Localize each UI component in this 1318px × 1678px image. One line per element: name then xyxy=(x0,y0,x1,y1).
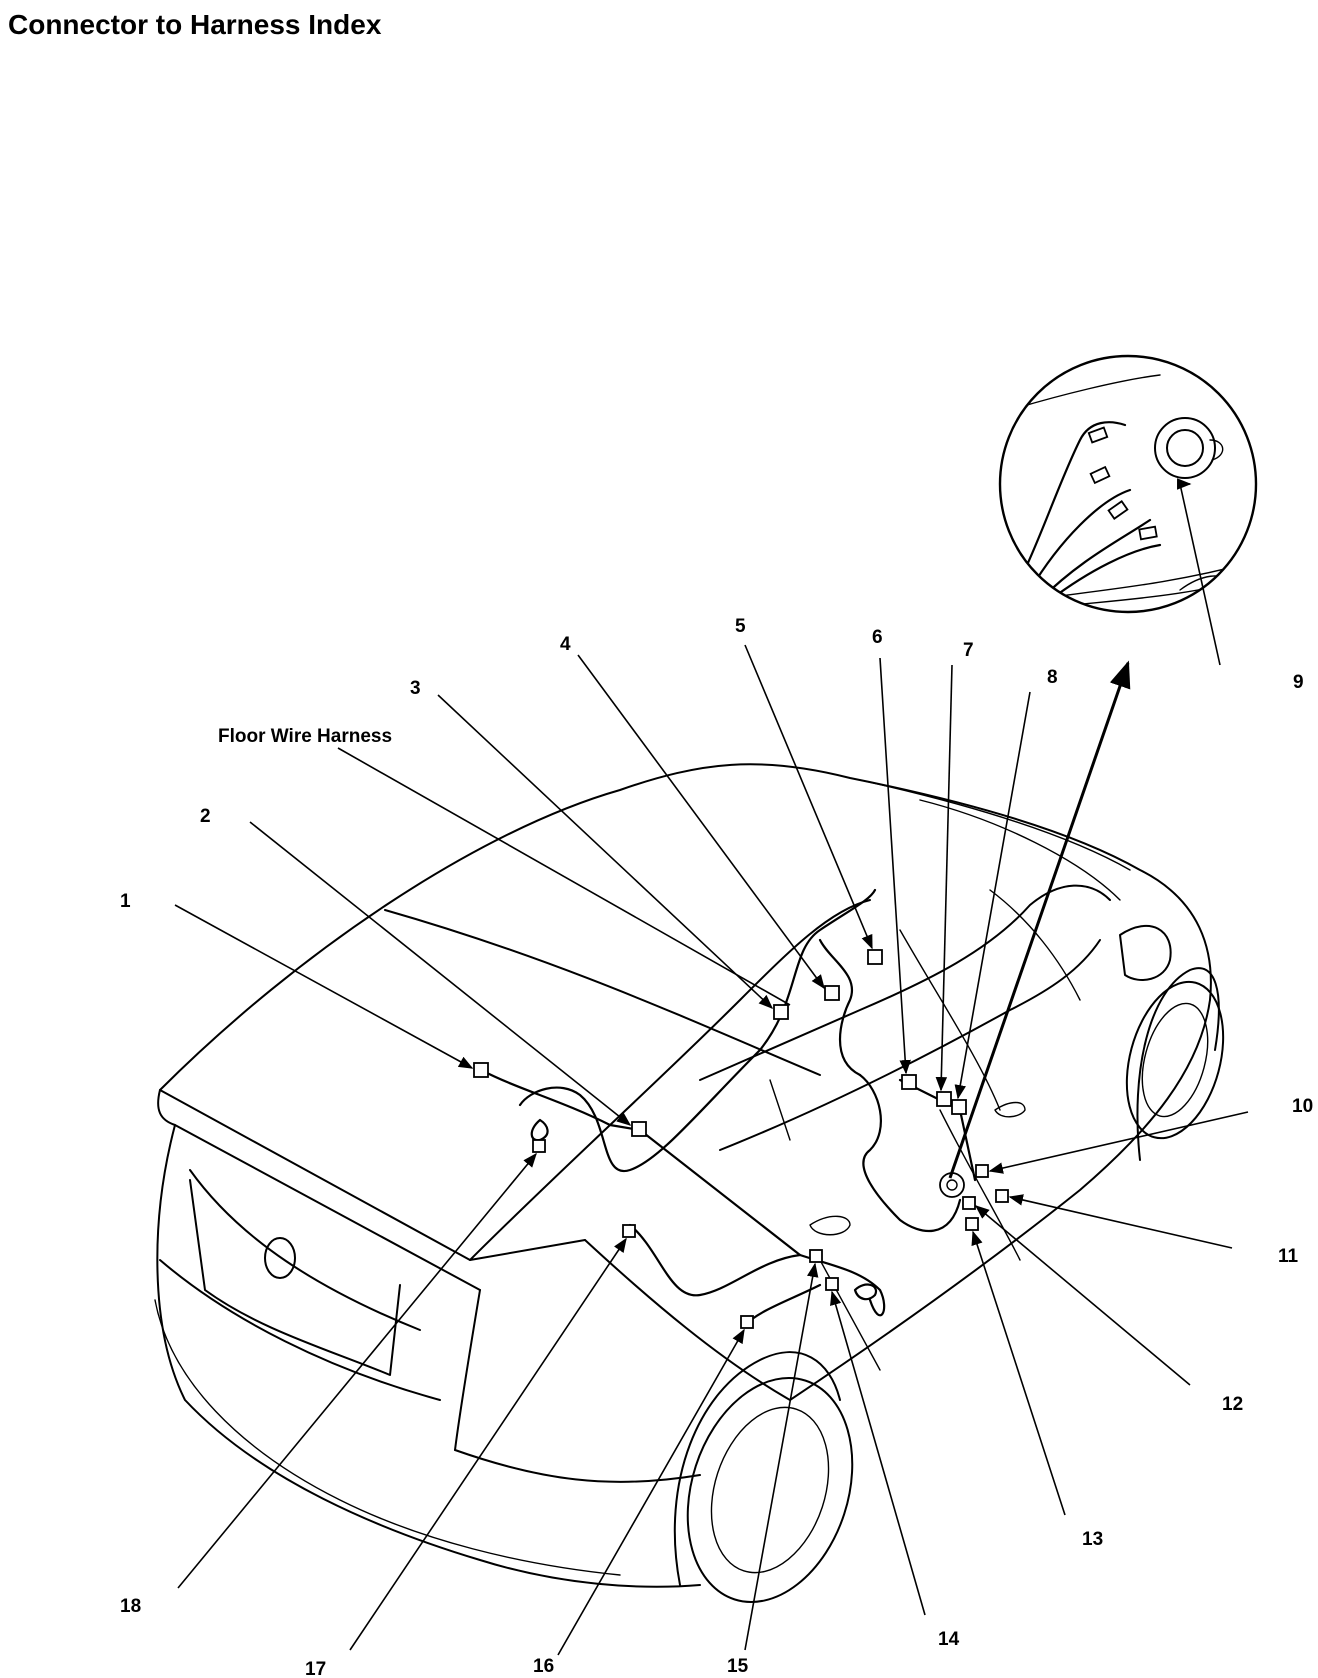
callout-7: 7 xyxy=(963,640,974,661)
floor-wire-harness-routing xyxy=(479,888,977,1327)
connector-8 xyxy=(951,1099,967,1115)
callout-12: 12 xyxy=(1222,1394,1243,1415)
connector-1 xyxy=(473,1062,489,1078)
connector-6 xyxy=(901,1074,917,1090)
connector-3 xyxy=(773,1004,789,1020)
connector-15 xyxy=(809,1249,823,1263)
connector-12 xyxy=(962,1196,976,1210)
connector-10 xyxy=(975,1164,989,1178)
callout-labels: 1 2 3 4 5 6 7 8 9 10 11 12 13 14 15 16 1… xyxy=(120,616,1313,1678)
detail-pointer-arrow xyxy=(948,660,1131,1179)
callout-13: 13 xyxy=(1082,1529,1103,1550)
callout-1: 1 xyxy=(120,891,131,912)
connector-4 xyxy=(824,985,840,1001)
connector-2 xyxy=(631,1121,647,1137)
callout-8: 8 xyxy=(1047,667,1058,688)
connector-13 xyxy=(965,1217,979,1231)
callout-17: 17 xyxy=(305,1659,326,1678)
connector-7 xyxy=(936,1091,952,1107)
page-title: Connector to Harness Index xyxy=(8,9,382,40)
callout-11: 11 xyxy=(1278,1246,1299,1267)
callout-6: 6 xyxy=(872,627,883,648)
callout-3: 3 xyxy=(410,678,421,699)
callout-18: 18 xyxy=(120,1596,141,1617)
car-body xyxy=(154,763,1225,1603)
callout-2: 2 xyxy=(200,806,211,827)
callout-10: 10 xyxy=(1292,1096,1313,1117)
floor-wire-harness-label: Floor Wire Harness xyxy=(218,726,392,747)
connectors xyxy=(473,949,1009,1329)
callout-leaders xyxy=(174,478,1249,1656)
connector-17 xyxy=(622,1224,636,1238)
ground-detail-inset xyxy=(998,354,1258,614)
callout-9: 9 xyxy=(1293,672,1304,693)
connector-5 xyxy=(867,949,883,965)
callout-4: 4 xyxy=(560,634,571,655)
connector-11 xyxy=(995,1189,1009,1203)
connector-18 xyxy=(532,1139,546,1153)
callout-15: 15 xyxy=(727,1656,749,1677)
connector-14 xyxy=(825,1277,839,1291)
connector-16 xyxy=(740,1315,754,1329)
callout-14: 14 xyxy=(938,1629,960,1650)
callout-5: 5 xyxy=(735,616,746,637)
callout-16: 16 xyxy=(533,1656,554,1677)
